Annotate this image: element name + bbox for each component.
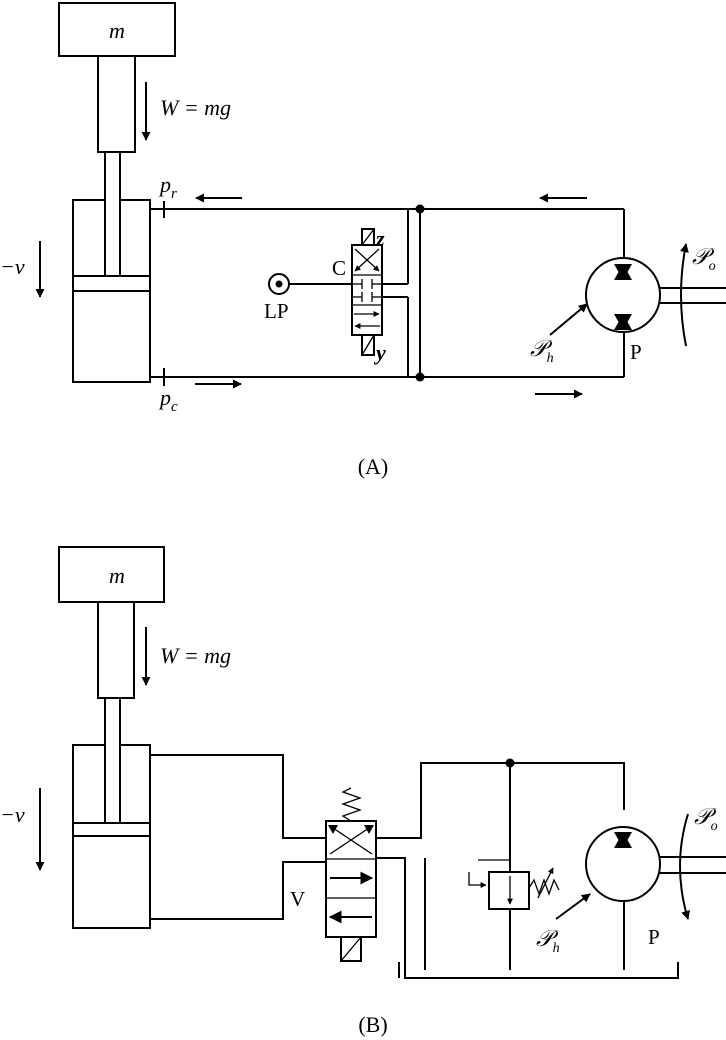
- upper-rod-b: [97, 601, 135, 699]
- piston-a: [72, 275, 151, 292]
- caption-b: (B): [358, 1012, 387, 1037]
- weight-label-b: W = mg: [160, 643, 231, 668]
- torque-arrow-b: [679, 813, 690, 920]
- relief-valve: [468, 859, 560, 910]
- panel-b: m W = mg −v: [0, 546, 726, 1037]
- ph-arrow-b: [555, 893, 591, 920]
- mass-label-b: m: [109, 563, 125, 588]
- rod-side-line-b: [150, 754, 326, 839]
- cap-side-line-b: [150, 861, 326, 920]
- p-o-label-b: 𝒫o: [694, 804, 718, 834]
- weight-label-a: W = mg: [160, 95, 231, 120]
- junction-top-a: [415, 204, 425, 214]
- pump-label-b: P: [648, 925, 660, 949]
- p-o-label-a: 𝒫o: [692, 244, 716, 274]
- y-label: y: [373, 340, 386, 365]
- upper-rod-a: [97, 55, 136, 153]
- mass-block-b: [58, 546, 165, 603]
- p-h-label-b: 𝒫h: [536, 926, 560, 956]
- pump-label-a: P: [630, 340, 642, 364]
- piston-b: [72, 822, 151, 837]
- caption-a: (A): [358, 454, 389, 479]
- mass-block-a: [58, 2, 176, 57]
- p-r-label: pr: [158, 172, 177, 202]
- velocity-label-a: −v: [0, 254, 25, 279]
- pressure-line-b: [376, 762, 625, 839]
- pump-a: [585, 257, 661, 333]
- torque-arrow-a: [680, 243, 689, 347]
- valve-v: [325, 787, 377, 962]
- mass-label-a: m: [109, 18, 125, 43]
- tank-line-b: [376, 857, 679, 979]
- p-h-label-a: 𝒫h: [530, 336, 554, 366]
- p-c-label: pc: [158, 385, 178, 415]
- panel-a: m W = mg −v pr pc: [0, 2, 726, 479]
- valve-c-label: C: [332, 256, 346, 280]
- valve-c: [351, 228, 383, 356]
- ph-arrow-a: [549, 303, 588, 336]
- velocity-label-b: −v: [0, 802, 25, 827]
- lp-label: LP: [264, 299, 289, 323]
- junction-bottom-a: [415, 372, 425, 382]
- z-label: z: [375, 226, 385, 251]
- valve-v-label: V: [290, 887, 305, 911]
